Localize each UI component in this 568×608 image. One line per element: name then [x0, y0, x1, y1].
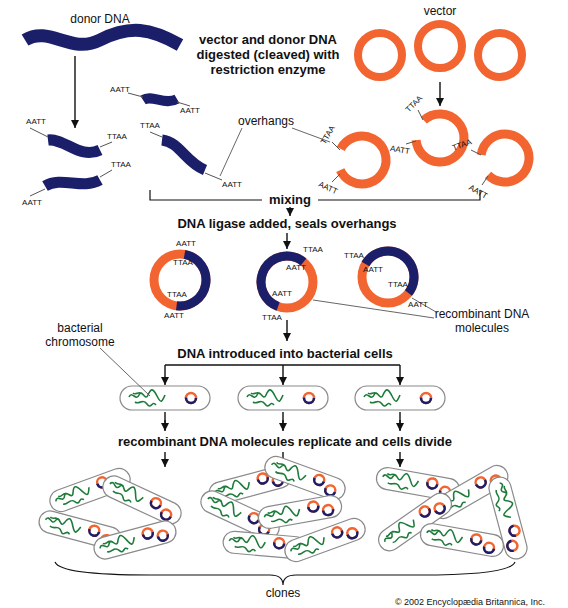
leader-line	[220, 128, 330, 176]
sequence-label: TTAA	[173, 258, 193, 267]
part-label: overhangs	[238, 115, 294, 129]
leader-line	[100, 348, 150, 396]
cut-vector	[330, 128, 395, 193]
step-caption: mixing	[269, 193, 311, 208]
donor-fragments	[30, 93, 222, 196]
step-caption: recombinant DNA molecules replicate and …	[118, 435, 452, 450]
flow-arrow	[282, 365, 283, 385]
bacterial-cell	[238, 386, 328, 410]
flow-arrow	[439, 82, 440, 106]
bacterial-cell	[120, 386, 210, 410]
step-caption: vector and donor DNA digested (cleaved) …	[186, 33, 351, 78]
overhang-strand	[128, 93, 190, 106]
sequence-label: AATT	[26, 117, 46, 126]
part-label: bacterial chromosome	[43, 322, 118, 350]
cut-vector	[406, 104, 474, 172]
bacterial-cell	[355, 386, 445, 410]
sequence-label: TTAA	[167, 290, 187, 299]
donor-fragment	[143, 98, 177, 101]
sequence-label: TTAA	[107, 132, 127, 141]
donor-fragment	[162, 140, 205, 170]
part-label: recombinant DNA molecules	[432, 308, 532, 336]
sequence-label: AATT	[110, 85, 130, 94]
flow-arrow	[164, 420, 165, 431]
sequence-label: TTAA	[111, 160, 131, 169]
overhang-strand	[150, 132, 222, 180]
sequence-label: AATT	[164, 311, 184, 320]
sequence-label: TTAA	[344, 251, 364, 260]
flow-arrow	[164, 365, 165, 385]
flow-arrow	[399, 420, 400, 431]
sequence-label: AATT	[222, 180, 242, 189]
recombinant-donor-part	[150, 250, 210, 310]
clone-cell	[487, 475, 530, 562]
step-caption: DNA introduced into bacterial cells	[177, 347, 393, 362]
flow-arrow	[164, 452, 165, 467]
vector-plasmid	[358, 33, 402, 77]
sequence-label: AATT	[272, 289, 292, 298]
sequence-label: TTAA	[404, 94, 425, 115]
sequence-label: AATT	[408, 300, 428, 309]
overhang-strand	[332, 142, 340, 182]
flow-arrow	[399, 365, 400, 385]
flow-arrow	[289, 207, 290, 216]
clone-cell	[282, 515, 368, 564]
part-label: vector	[424, 5, 457, 19]
overhang-strand	[471, 150, 488, 185]
cut-vector	[478, 131, 532, 185]
sequence-label: TTAA	[319, 124, 337, 146]
sequence-label: AATT	[363, 265, 383, 274]
flow-arrow	[399, 452, 400, 467]
sequence-label: AATT	[467, 183, 489, 201]
flow-arrow	[282, 420, 283, 431]
flow-arrow	[74, 56, 75, 128]
sequence-label: AATT	[286, 263, 306, 272]
sequence-label: AATT	[22, 198, 42, 207]
overhang-strand	[406, 110, 423, 144]
clone-cell	[99, 472, 184, 527]
clones-bracket	[55, 562, 515, 585]
step-caption: DNA ligase added, seals overhangs	[177, 217, 396, 232]
flow-arrow	[286, 320, 287, 341]
vector-plasmid	[418, 24, 462, 68]
sequence-label: AATT	[176, 239, 196, 248]
clone-cell	[419, 522, 506, 558]
part-label: donor DNA	[70, 13, 129, 27]
sequence-label: AATT	[389, 144, 410, 156]
recombinant-donor-part	[254, 249, 321, 316]
donor-fragment	[45, 180, 100, 186]
sequence-label: AATT	[180, 106, 200, 115]
leader-line	[313, 298, 436, 318]
copyright-notice: © 2002 Encyclopædia Britannica, Inc.	[395, 597, 545, 607]
sequence-label: TTAA	[262, 313, 282, 322]
vector-plasmid	[478, 33, 522, 77]
donor-fragment	[48, 140, 100, 153]
clone-cell	[257, 494, 344, 530]
mixing-bracket	[150, 190, 480, 200]
sequence-label: TTAA	[140, 121, 160, 130]
clone-cell	[262, 453, 348, 502]
donor-dna	[25, 30, 180, 45]
overhang-strand	[30, 170, 112, 196]
overhang-strand	[30, 128, 112, 147]
sequence-label: TTAA	[451, 137, 473, 152]
part-label: clones	[266, 587, 301, 601]
flow-arrow	[286, 233, 287, 249]
sequence-label: TTAA	[303, 245, 323, 254]
clone-cell	[92, 519, 179, 562]
sequence-label: AATT	[317, 180, 339, 197]
flow-arrow-shafts	[165, 412, 400, 430]
sequence-label: TTAA	[388, 280, 408, 289]
